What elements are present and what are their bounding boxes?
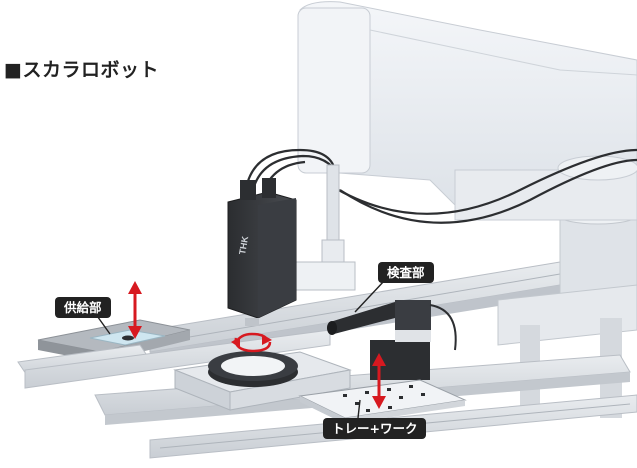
robot-arm [298, 2, 637, 220]
inspection-callout: 検査部 [378, 262, 434, 283]
tray-callout: トレー+ワーク [323, 418, 426, 439]
camera-unit: THK [228, 178, 296, 326]
spline-shaft [295, 165, 355, 290]
diagram-title: ■スカラロボット [4, 55, 159, 82]
supply-callout: 供給部 [55, 297, 111, 318]
